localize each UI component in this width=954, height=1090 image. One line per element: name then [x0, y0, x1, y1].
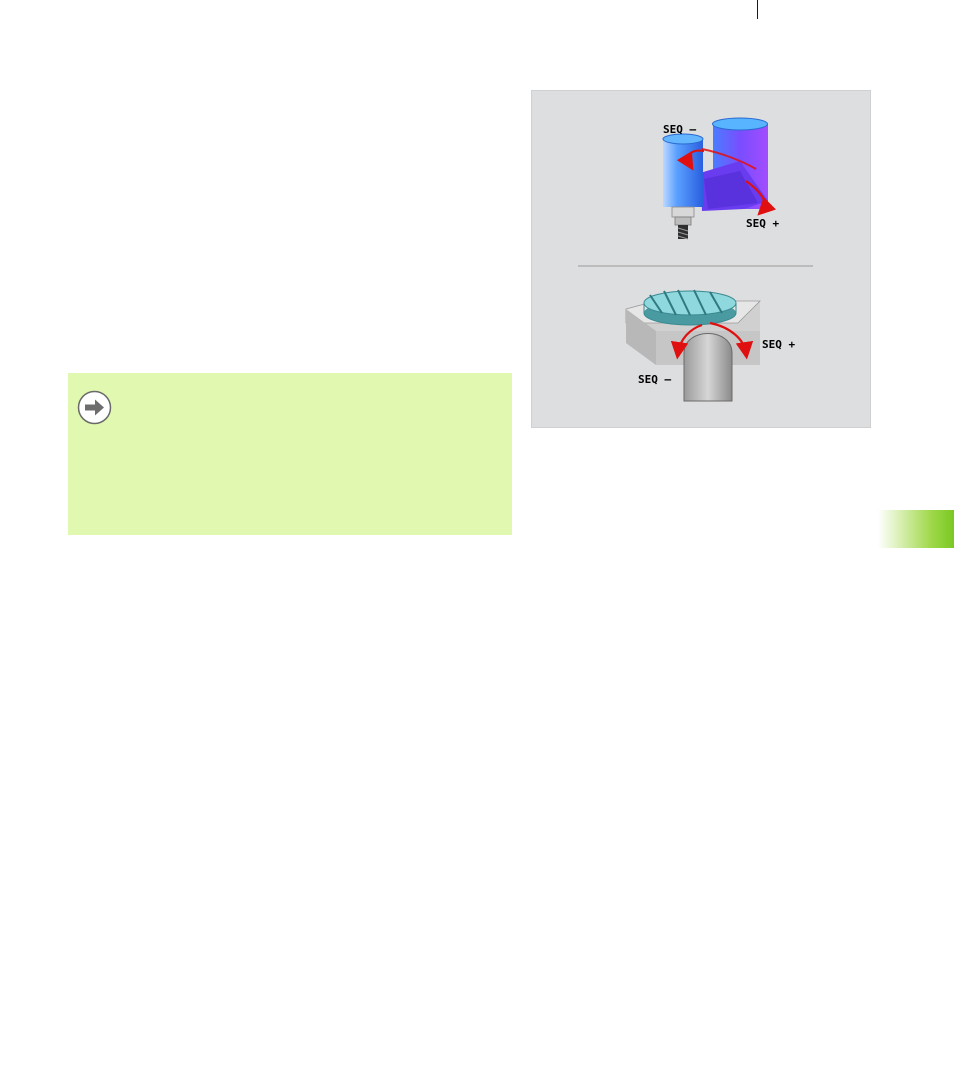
arrow-right-circle-icon — [77, 390, 112, 425]
figure-drawing: SEQ – SEQ + SEQ + SEQ – — [578, 117, 813, 402]
head-seq-plus-label: SEQ + — [746, 217, 779, 230]
spindle-head-drawing: SEQ – SEQ + — [662, 117, 779, 240]
rotary-table-drawing: SEQ + SEQ – — [625, 289, 795, 402]
table-seq-minus-label: SEQ – — [638, 373, 671, 386]
top-rule — [757, 0, 758, 19]
note-box — [68, 373, 512, 535]
table-seq-plus-label: SEQ + — [762, 338, 795, 351]
tilt-sequence-figure: SEQ – SEQ + SEQ + SEQ – — [531, 90, 871, 428]
head-seq-minus-label: SEQ – — [663, 123, 696, 136]
chapter-tab — [878, 510, 954, 548]
